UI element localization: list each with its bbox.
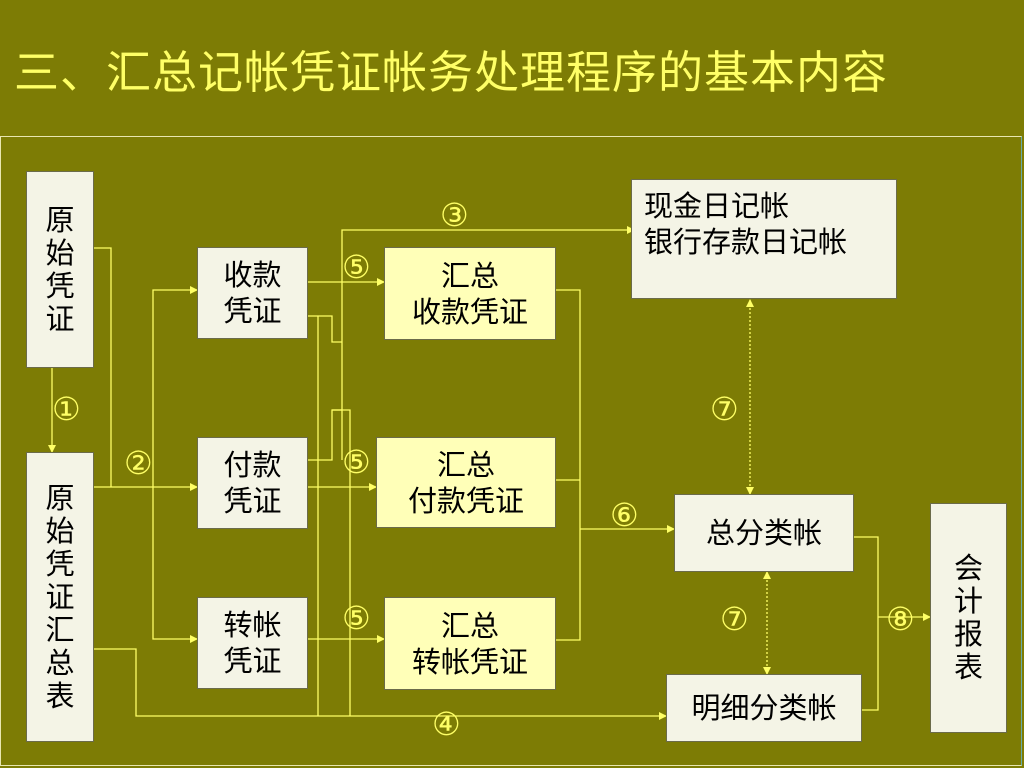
line-3-payment bbox=[308, 409, 342, 461]
line-6-receipt bbox=[556, 289, 581, 529]
transfer-voucher-line1: 转帐 bbox=[223, 608, 282, 642]
original-voucher-char: 凭 bbox=[45, 268, 75, 303]
step-7-lower-label: ⑦ bbox=[720, 600, 749, 638]
summary-payment-voucher-box: 汇总付款凭证 bbox=[376, 437, 556, 528]
page-title: 三、汇总记帐凭证帐务处理程序的基本内容 bbox=[14, 46, 889, 99]
transfer-voucher-line2: 凭证 bbox=[223, 644, 282, 678]
line-8-subsidiary bbox=[862, 617, 879, 711]
original-summary-char: 表 bbox=[45, 678, 75, 713]
original-voucher-char: 原 bbox=[45, 202, 75, 237]
summary-payment-line2: 付款凭证 bbox=[407, 483, 524, 518]
line-4-summary bbox=[94, 648, 667, 720]
original-voucher-box: 原始凭证 bbox=[26, 171, 94, 368]
original-summary-char: 证 bbox=[45, 579, 75, 614]
reports-char: 计 bbox=[953, 584, 983, 618]
summary-receipt-line1: 汇总 bbox=[440, 258, 499, 293]
transfer-voucher-box: 转帐凭证 bbox=[197, 597, 308, 689]
line-8-general bbox=[854, 536, 879, 617]
summary-transfer-line2: 转帐凭证 bbox=[411, 644, 528, 679]
reports-char: 表 bbox=[953, 650, 983, 684]
receipt-voucher-line1: 收款 bbox=[223, 258, 282, 292]
cash-journal-label: 现金日记帐 bbox=[644, 189, 790, 223]
general-ledger-box: 总分类帐 bbox=[674, 494, 854, 572]
summary-receipt-voucher-box: 汇总收款凭证 bbox=[384, 247, 556, 340]
bank-journal-label: 银行存款日记帐 bbox=[644, 225, 848, 259]
summary-transfer-line1: 汇总 bbox=[440, 608, 499, 643]
summary-payment-line1: 汇总 bbox=[436, 447, 495, 482]
accounting-reports-box: 会计报表 bbox=[930, 503, 1007, 733]
payment-voucher-line2: 凭证 bbox=[223, 484, 282, 518]
step-5-transfer-label: ⑤ bbox=[342, 599, 371, 637]
line-original-right bbox=[94, 247, 112, 487]
step-6-label: ⑥ bbox=[610, 496, 639, 534]
original-voucher-char: 证 bbox=[45, 301, 75, 336]
step-7-upper-label: ⑦ bbox=[710, 390, 739, 428]
payment-voucher-line1: 付款 bbox=[223, 448, 282, 482]
original-voucher-char: 始 bbox=[45, 235, 75, 270]
step-1-label: ① bbox=[52, 390, 81, 428]
step-4-label: ④ bbox=[432, 705, 461, 743]
receipt-voucher-box: 收款凭证 bbox=[197, 247, 308, 339]
original-summary-char: 汇 bbox=[45, 612, 75, 647]
original-summary-char: 总 bbox=[45, 645, 75, 680]
summary-transfer-voucher-box: 汇总转帐凭证 bbox=[384, 597, 556, 690]
subsidiary-ledger-box: 明细分类帐 bbox=[666, 674, 862, 742]
general-ledger-label: 总分类帐 bbox=[705, 516, 822, 550]
arrow-3 bbox=[341, 226, 635, 460]
original-summary-char: 始 bbox=[45, 513, 75, 548]
step-2-label: ② bbox=[124, 444, 153, 482]
reports-char: 会 bbox=[953, 551, 983, 585]
step-8-label: ⑧ bbox=[886, 600, 915, 638]
original-voucher-summary-box: 原始凭证汇总表 bbox=[26, 452, 94, 742]
line-4-payment bbox=[332, 409, 351, 716]
journals-box: 现金日记帐 银行存款日记帐 bbox=[631, 179, 897, 299]
reports-char: 报 bbox=[953, 617, 983, 651]
subsidiary-ledger-label: 明细分类帐 bbox=[691, 691, 837, 725]
line-3-receipt bbox=[308, 315, 342, 343]
receipt-voucher-line2: 凭证 bbox=[223, 294, 282, 328]
original-summary-char: 原 bbox=[45, 480, 75, 515]
diagram-panel bbox=[0, 136, 1022, 766]
step-5-payment-label: ⑤ bbox=[342, 443, 371, 481]
step-3-label: ③ bbox=[440, 196, 469, 234]
arrow-2-receipt bbox=[152, 286, 198, 487]
arrow-2-transfer bbox=[152, 487, 198, 643]
step-5-receipt-label: ⑤ bbox=[342, 248, 371, 286]
line-6-transfer bbox=[556, 529, 581, 641]
payment-voucher-box: 付款凭证 bbox=[197, 437, 308, 529]
original-summary-char: 凭 bbox=[45, 546, 75, 581]
summary-receipt-line2: 收款凭证 bbox=[411, 294, 528, 329]
